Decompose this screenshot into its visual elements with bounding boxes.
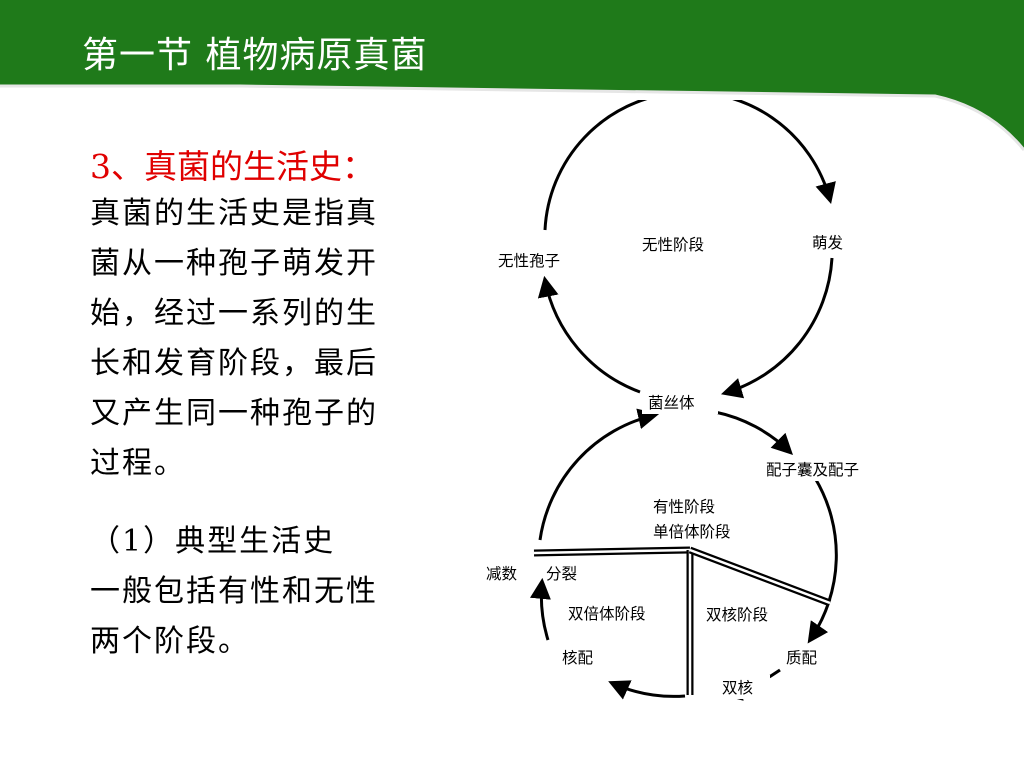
label-dikaryon-stage: 双核阶段 <box>706 606 768 624</box>
label-plasmogamy: 质配 <box>786 649 817 667</box>
label-haploid-stage: 单倍体阶段 <box>653 523 731 541</box>
arrow-gametangia-to-plasmogamy <box>807 477 838 644</box>
arrow-dikaryon-to-karyogamy <box>608 680 686 700</box>
life-cycle-diagram: 无性孢子 无性阶段 萌发 菌丝体 配子囊及配子 有性阶段 单倍体阶段 减数 分裂… <box>486 100 894 701</box>
arrow-germination-to-mycelium <box>720 257 834 399</box>
arrow-mycelium-to-gametangia <box>714 410 793 455</box>
arrow-mycelium-to-spore <box>537 275 641 394</box>
label-asexual-spore: 无性孢子 <box>498 252 560 270</box>
label-meiosis: 减数 <box>486 565 518 583</box>
label-asexual-stage: 无性阶段 <box>642 236 704 254</box>
text-column: 3、真菌的生活史： 真菌的生活史是指真 菌从一种孢子萌发开 始，经过一系列的生 … <box>90 145 410 667</box>
arrow-meiosis-to-mycelium <box>538 408 660 541</box>
arrow-karyogamy-to-meiosis <box>529 577 551 641</box>
label-dikaryon: 双核 <box>722 679 753 697</box>
label-germination: 萌发 <box>812 234 843 252</box>
definition-paragraph: 真菌的生活史是指真 菌从一种孢子萌发开 始，经过一系列的生 长和发育阶段，最后 … <box>90 196 378 481</box>
sub-paragraph: 一般包括有性和无性 两个阶段。 <box>90 574 378 659</box>
arrow-spore-to-germination <box>543 100 836 231</box>
section-heading: 3、真菌的生活史： <box>90 147 375 186</box>
label-karyogamy: 核配 <box>562 649 593 667</box>
subheading: （1）典型生活史 <box>90 524 336 559</box>
label-gametangia: 配子囊及配子 <box>766 461 859 479</box>
label-sexual-stage: 有性阶段 <box>653 498 715 516</box>
label-division: 分裂 <box>546 565 577 583</box>
label-mycelium: 菌丝体 <box>648 394 695 412</box>
title-bar <box>0 0 1024 151</box>
page-title: 第一节 植物病原真菌 <box>82 35 428 76</box>
label-diploid-stage: 双倍体阶段 <box>568 605 646 623</box>
